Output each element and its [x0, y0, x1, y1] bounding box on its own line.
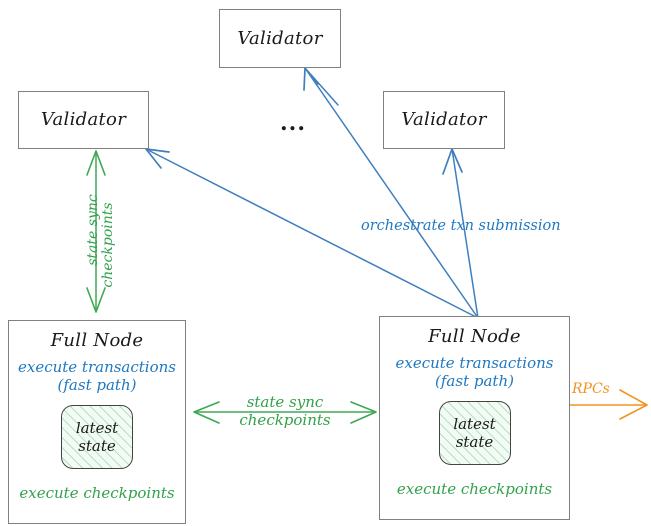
- full-node-right-footer: execute checkpoints: [396, 479, 553, 498]
- validator-left-box[interactable]: Validator: [18, 91, 149, 149]
- label-state-sync-middle: state sync checkpoints: [228, 393, 342, 429]
- label-rpcs: RPCs: [572, 381, 610, 397]
- arrow-state-sync-horizontal: [193, 401, 377, 424]
- label-state-sync-vertical-line1: state sync: [85, 194, 101, 266]
- full-node-left-footer: execute checkpoints: [19, 483, 175, 502]
- full-node-right-box[interactable]: Full Node execute transactions (fast pat…: [379, 316, 570, 520]
- latest-state-line2: state: [455, 432, 494, 451]
- latest-state-line1: latest: [75, 418, 119, 437]
- arrow-state-sync-vertical: [86, 150, 106, 313]
- label-state-sync-middle-line1: state sync: [246, 393, 324, 411]
- validator-right-label: Validator: [401, 109, 487, 130]
- full-node-left-fastpath-line1: execute transactions: [17, 358, 176, 376]
- label-state-sync-vertical-line2: checkpoints: [100, 202, 116, 288]
- full-node-left-title: Full Node: [50, 330, 144, 351]
- validators-ellipsis: ...: [280, 110, 306, 136]
- latest-state-line1: latest: [453, 414, 496, 433]
- arrow-rpcs: [569, 389, 648, 420]
- full-node-left-latest-state: latest state: [61, 404, 133, 469]
- arrow-orchestrate-to-validator-right: [442, 148, 479, 319]
- full-node-right-title: Full Node: [428, 326, 521, 347]
- arrow-top-validator-feather: [304, 67, 339, 106]
- full-node-right-fastpath-line2: (fast path): [435, 372, 514, 391]
- full-node-right-latest-state: latest state: [438, 400, 511, 465]
- full-node-left-fastpath-line2: (fast path): [57, 376, 137, 395]
- full-node-right-fastpath-line1: execute transactions: [395, 354, 554, 372]
- validator-left-label: Validator: [40, 109, 127, 130]
- validator-top-box[interactable]: Validator: [219, 9, 341, 68]
- label-orchestrate-txn-submission: orchestrate txn submission: [361, 218, 561, 234]
- arrow-orchestrate-to-validator-left: [145, 148, 479, 319]
- full-node-left-box[interactable]: Full Node execute transactions (fast pat…: [8, 320, 186, 524]
- validator-right-box[interactable]: Validator: [383, 91, 505, 149]
- validator-top-label: Validator: [237, 28, 323, 49]
- label-state-sync-middle-line2: checkpoints: [239, 411, 331, 429]
- latest-state-line2: state: [78, 436, 116, 455]
